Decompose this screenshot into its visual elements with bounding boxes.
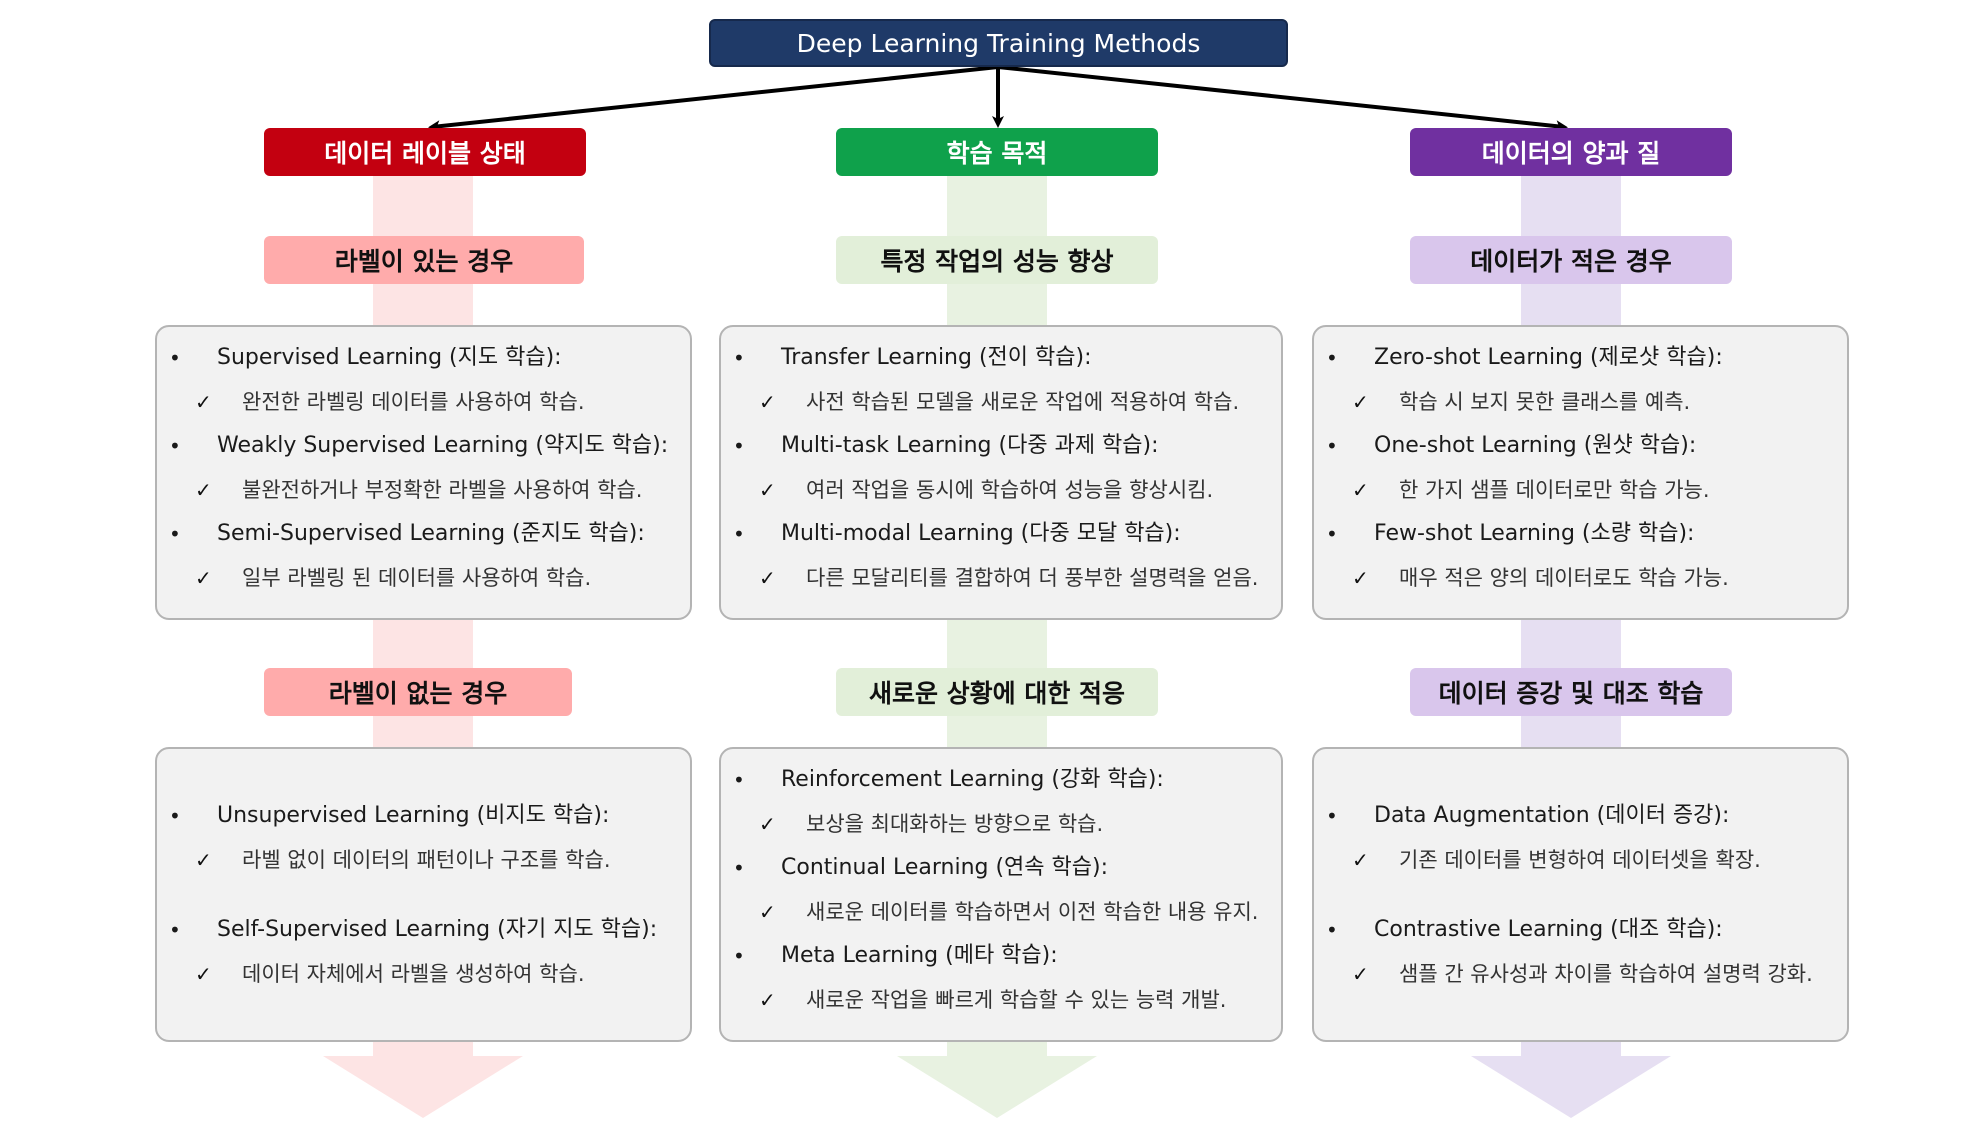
subheading-few-data: 데이터가 적은 경우 [1410, 236, 1732, 284]
bullet-icon: • [169, 522, 181, 546]
method-item: • One-shot Learning (원샷 학습): ✓ 한 가지 샘플 데이터… [1314, 431, 1847, 505]
method-box-performance: • Transfer Learning (전이 학습): ✓ 사전 학습된 모델을 … [719, 325, 1283, 620]
method-item: • Self-Supervised Learning (자기 지도 학습): ✓ 데… [157, 915, 690, 989]
method-item: • Weakly Supervised Learning (약지도 학습): ✓ 불… [157, 431, 690, 505]
method-box-labeled: • Supervised Learning (지도 학습): ✓ 완전한 라벨링 데… [155, 325, 692, 620]
subheading-labeled: 라벨이 있는 경우 [264, 236, 584, 284]
method-box-adaptation: • Reinforcement Learning (강화 학습): ✓ 보상을 최대… [719, 747, 1283, 1042]
checkmark-icon: ✓ [1352, 566, 1369, 590]
method-item: • Reinforcement Learning (강화 학습): ✓ 보상을 최대… [721, 765, 1281, 839]
method-description: 데이터 자체에서 라벨을 생성하여 학습. [242, 961, 585, 986]
checkmark-icon: ✓ [195, 566, 212, 590]
method-item: • Meta Learning (메타 학습): ✓ 새로운 작업을 빠르게 학습할… [721, 941, 1281, 1015]
subheading-adaptation: 새로운 상황에 대한 적응 [836, 668, 1158, 716]
method-description: 매우 적은 양의 데이터로도 학습 가능. [1399, 566, 1729, 590]
method-item: • Continual Learning (연속 학습): ✓ 새로운 데이터를 학… [721, 853, 1281, 927]
method-title: Continual Learning (연속 학습): [781, 855, 1109, 880]
bullet-icon: • [733, 434, 745, 458]
method-title: Data Augmentation (데이터 증강): [1374, 802, 1730, 828]
bullet-icon: • [1326, 346, 1338, 370]
method-description: 완전한 라벨링 데이터를 사용하여 학습. [242, 390, 585, 414]
method-description: 새로운 데이터를 학습하면서 이전 학습한 내용 유지. [806, 900, 1259, 924]
checkmark-icon: ✓ [759, 812, 776, 836]
bullet-icon: • [1326, 803, 1338, 828]
bullet-icon: • [1326, 522, 1338, 546]
bullet-icon: • [733, 768, 745, 792]
method-item: • Data Augmentation (데이터 증강): ✓ 기존 데이터를 변형… [1314, 801, 1847, 875]
checkmark-icon: ✓ [195, 478, 212, 502]
method-description: 학습 시 보지 못한 클래스를 예측. [1399, 390, 1691, 414]
bullet-icon: • [733, 856, 745, 880]
method-title: Reinforcement Learning (강화 학습): [781, 767, 1164, 792]
method-title: Self-Supervised Learning (자기 지도 학습): [217, 916, 658, 942]
method-description: 사전 학습된 모델을 새로운 작업에 적용하여 학습. [806, 390, 1240, 414]
method-description: 다른 모달리티를 결합하여 더 풍부한 설명력을 얻음. [806, 566, 1259, 590]
column-header-data-quantity-quality: 데이터의 양과 질 [1410, 128, 1732, 176]
checkmark-icon: ✓ [1352, 478, 1369, 502]
method-item: • Semi-Supervised Learning (준지도 학습): ✓ 일부 … [157, 519, 690, 593]
method-description: 기존 데이터를 변형하여 데이터셋을 확장. [1399, 847, 1761, 872]
root-title: Deep Learning Training Methods [709, 19, 1288, 67]
checkmark-icon: ✓ [759, 900, 776, 924]
bullet-icon: • [1326, 434, 1338, 458]
bullet-icon: • [733, 346, 745, 370]
method-description: 샘플 간 유사성과 차이를 학습하여 설명력 강화. [1399, 961, 1813, 986]
column-header-learning-purpose: 학습 목적 [836, 128, 1158, 176]
method-title: Multi-modal Learning (다중 모달 학습): [781, 521, 1181, 546]
method-item: • Multi-modal Learning (다중 모달 학습): ✓ 다른 모달… [721, 519, 1281, 593]
bullet-icon: • [733, 522, 745, 546]
checkmark-icon: ✓ [1352, 847, 1369, 872]
bullet-icon: • [169, 803, 181, 828]
connector-left [428, 65, 999, 133]
method-title: Few-shot Learning (소량 학습): [1374, 521, 1695, 546]
method-description: 일부 라벨링 된 데이터를 사용하여 학습. [242, 566, 592, 590]
method-item: • Multi-task Learning (다중 과제 학습): ✓ 여러 작업을… [721, 431, 1281, 505]
method-description: 불완전하거나 부정확한 라벨을 사용하여 학습. [242, 478, 643, 502]
checkmark-icon: ✓ [1352, 390, 1369, 414]
checkmark-icon: ✓ [759, 566, 776, 590]
checkmark-icon: ✓ [759, 478, 776, 502]
method-item: • Unsupervised Learning (비지도 학습): ✓ 라벨 없이 … [157, 801, 690, 875]
checkmark-icon: ✓ [195, 961, 212, 986]
method-item: • Zero-shot Learning (제로샷 학습): ✓ 학습 시 보지 못… [1314, 343, 1847, 417]
method-item: • Few-shot Learning (소량 학습): ✓ 매우 적은 양의 데이… [1314, 519, 1847, 593]
method-description: 라벨 없이 데이터의 패턴이나 구조를 학습. [242, 847, 611, 872]
checkmark-icon: ✓ [1352, 961, 1369, 986]
subheading-unlabeled: 라벨이 없는 경우 [264, 668, 572, 716]
method-item: • Supervised Learning (지도 학습): ✓ 완전한 라벨링 데… [157, 343, 690, 417]
bullet-icon: • [169, 434, 181, 458]
method-description: 새로운 작업을 빠르게 학습할 수 있는 능력 개발. [806, 988, 1227, 1012]
bullet-icon: • [733, 944, 745, 968]
method-box-few-data: • Zero-shot Learning (제로샷 학습): ✓ 학습 시 보지 못… [1312, 325, 1849, 620]
method-description: 여러 작업을 동시에 학습하여 성능을 향상시킴. [806, 478, 1214, 502]
method-box-augmentation-contrastive: • Data Augmentation (데이터 증강): ✓ 기존 데이터를 변형… [1312, 747, 1849, 1042]
method-title: Semi-Supervised Learning (준지도 학습): [217, 521, 645, 546]
method-title: Contrastive Learning (대조 학습): [1374, 916, 1723, 942]
method-title: Multi-task Learning (다중 과제 학습): [781, 433, 1159, 458]
bullet-icon: • [1326, 917, 1338, 942]
method-title: Transfer Learning (전이 학습): [781, 345, 1092, 370]
method-title: Meta Learning (메타 학습): [781, 943, 1058, 968]
checkmark-icon: ✓ [195, 847, 212, 872]
subheading-performance: 특정 작업의 성능 향상 [836, 236, 1158, 284]
bullet-icon: • [169, 917, 181, 942]
method-title: One-shot Learning (원샷 학습): [1374, 433, 1697, 458]
method-description: 한 가지 샘플 데이터로만 학습 가능. [1399, 478, 1710, 502]
method-box-unlabeled: • Unsupervised Learning (비지도 학습): ✓ 라벨 없이 … [155, 747, 692, 1042]
method-title: Zero-shot Learning (제로샷 학습): [1374, 345, 1723, 370]
method-title: Supervised Learning (지도 학습): [217, 345, 562, 370]
subheading-augmentation-contrastive: 데이터 증강 및 대조 학습 [1410, 668, 1732, 716]
checkmark-icon: ✓ [759, 390, 776, 414]
method-item: • Contrastive Learning (대조 학습): ✓ 샘플 간 유사성… [1314, 915, 1847, 989]
method-item: • Transfer Learning (전이 학습): ✓ 사전 학습된 모델을 … [721, 343, 1281, 417]
connector-right [997, 65, 1568, 133]
column-header-label-status: 데이터 레이블 상태 [264, 128, 586, 176]
checkmark-icon: ✓ [195, 390, 212, 414]
method-title: Weakly Supervised Learning (약지도 학습): [217, 433, 669, 458]
bullet-icon: • [169, 346, 181, 370]
checkmark-icon: ✓ [759, 988, 776, 1012]
method-title: Unsupervised Learning (비지도 학습): [217, 802, 610, 828]
method-description: 보상을 최대화하는 방향으로 학습. [806, 812, 1104, 836]
